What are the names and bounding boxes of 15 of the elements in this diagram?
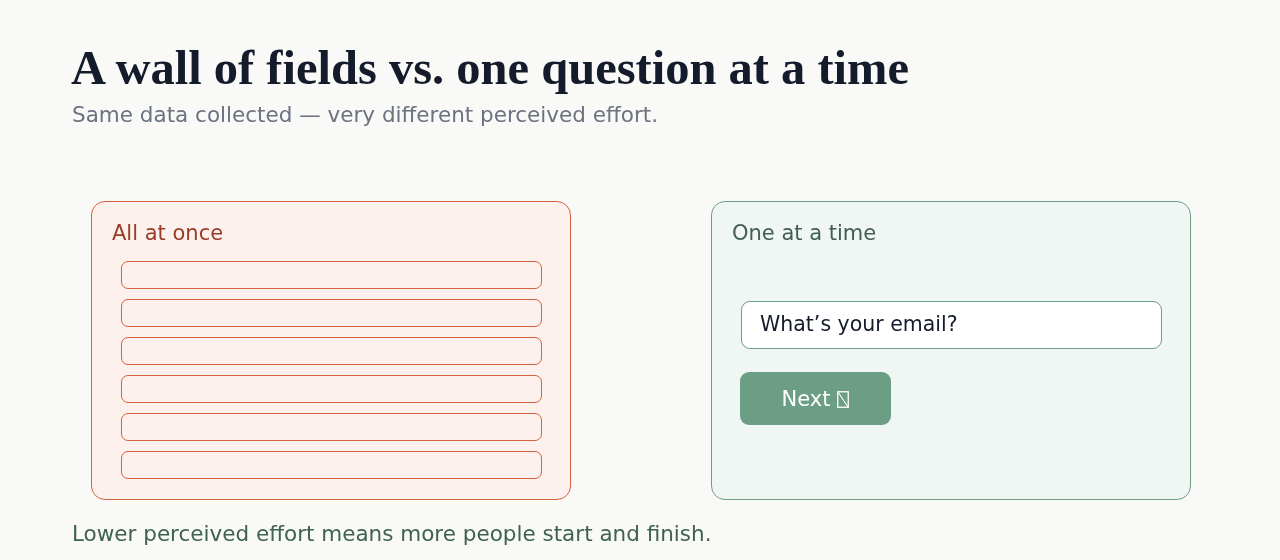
input-field — [121, 413, 542, 441]
input-field — [121, 299, 542, 327]
input-field — [121, 375, 542, 403]
caption: Lower perceived effort means more people start and finish. — [72, 520, 712, 548]
input-field — [121, 337, 542, 365]
panel-heading: All at once — [112, 220, 224, 247]
next-button: Next — [740, 372, 891, 425]
input-field — [121, 261, 542, 289]
subtitle: Same data collected — very different perceived effort. — [72, 101, 659, 129]
input-field — [121, 451, 542, 479]
panel-heading: One at a time — [732, 220, 877, 247]
form-panel — [91, 201, 571, 500]
form-panel — [711, 201, 1191, 500]
title: A wall of fields vs. one question at a time — [71, 41, 909, 95]
input-field: What’s your email? — [741, 301, 1162, 349]
